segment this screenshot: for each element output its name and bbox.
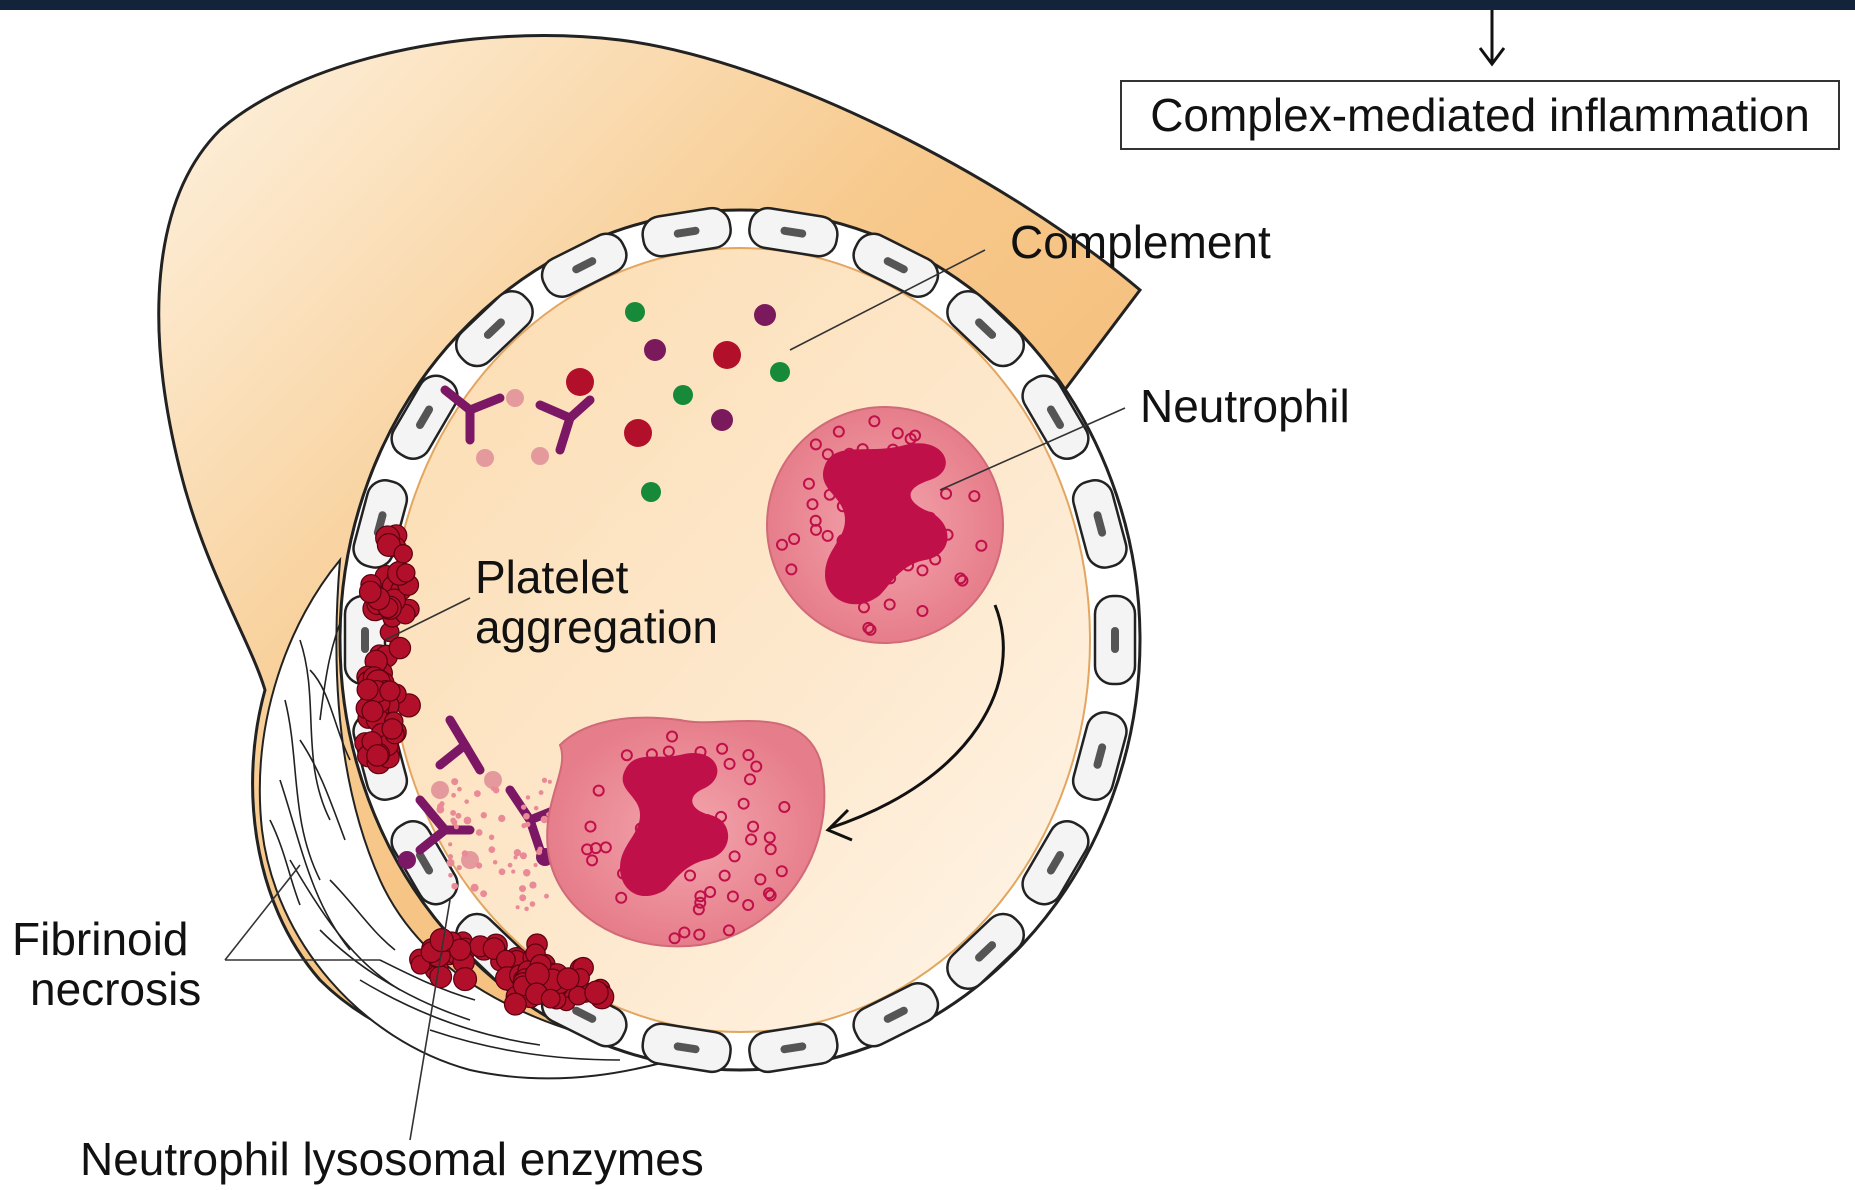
platelet <box>357 679 378 700</box>
complement-dot <box>625 302 645 322</box>
enzyme-granule <box>513 855 517 859</box>
platelet <box>394 545 412 563</box>
complement-dot <box>644 339 666 361</box>
platelet <box>504 993 526 1015</box>
platelet <box>430 966 452 988</box>
label-fibrinoid-line1: Fibrinoid <box>12 913 188 965</box>
label-complement: Complement <box>1010 216 1271 268</box>
enzyme-granule <box>448 873 453 878</box>
enzyme-granule <box>523 869 530 876</box>
complement-dot <box>673 385 693 405</box>
label-neutrophil: Neutrophil <box>1140 380 1350 432</box>
enzyme-granule <box>521 804 526 809</box>
enzyme-granule <box>491 786 495 790</box>
enzyme-granule <box>448 854 453 859</box>
enzyme-granule <box>450 818 456 824</box>
enzyme-granule <box>539 790 544 795</box>
complement-dot <box>566 368 594 396</box>
enzyme-granule <box>476 862 482 868</box>
enzyme-granule <box>474 790 481 797</box>
enzyme-granule <box>499 868 506 875</box>
flow-arrow-icon <box>1480 10 1504 64</box>
label-platelet-line2: aggregation <box>475 601 718 653</box>
complement-dot <box>713 341 741 369</box>
platelet <box>380 681 400 701</box>
enzyme-granule <box>464 817 472 825</box>
platelet <box>497 950 516 969</box>
enzyme-granule <box>476 829 483 836</box>
enzyme-granule <box>471 884 479 892</box>
enzyme-granule <box>436 806 444 814</box>
platelet <box>557 968 579 990</box>
enzyme-granule <box>481 812 487 818</box>
enzyme-granule <box>511 870 515 874</box>
enzyme-granule <box>530 901 536 907</box>
platelet <box>367 745 388 766</box>
enzyme-granule <box>534 863 538 867</box>
enzyme-granule <box>536 849 542 855</box>
enzyme-granule <box>498 815 505 822</box>
complement-dot <box>754 304 776 326</box>
enzyme-granule <box>457 865 462 870</box>
enzyme-granule <box>524 907 528 911</box>
complement-dot <box>770 362 790 382</box>
enzyme-granule <box>508 863 513 868</box>
enzyme-granule <box>548 780 552 784</box>
enzyme-granule <box>519 894 526 901</box>
complement-dot <box>641 482 661 502</box>
label-enzymes: Neutrophil lysosomal enzymes <box>80 1133 704 1185</box>
complement-dot <box>624 419 652 447</box>
enzyme-granule <box>489 835 495 841</box>
enzyme-granule <box>521 823 526 828</box>
enzyme-granule <box>448 842 452 846</box>
enzyme-granule <box>451 793 456 798</box>
platelet <box>397 564 415 582</box>
label-platelet-line1: Platelet <box>475 551 629 603</box>
enzyme-granule <box>450 810 456 816</box>
label-fibrinoid-line2: necrosis <box>30 963 201 1015</box>
enzyme-granule <box>451 883 458 890</box>
enzyme-granule <box>457 787 462 792</box>
enzyme-granule <box>529 881 536 888</box>
platelet <box>541 989 560 1008</box>
platelet <box>585 981 608 1004</box>
enzyme-granule <box>455 813 461 819</box>
platelet <box>360 581 382 603</box>
platelet <box>362 701 383 722</box>
enzyme-granule <box>480 890 487 897</box>
enzyme-granule <box>464 799 469 804</box>
enzyme-granule <box>488 846 495 853</box>
enzyme-granule <box>544 894 549 899</box>
platelet <box>382 719 402 739</box>
enzyme-granule <box>523 813 530 820</box>
enzyme-granule <box>526 795 530 799</box>
platelet <box>389 637 410 658</box>
enzyme-granule <box>519 885 526 892</box>
complement-dot <box>711 409 733 431</box>
enzyme-granule <box>462 850 468 856</box>
enzyme-granule <box>447 859 455 867</box>
enzyme-granule <box>542 778 547 783</box>
enzyme-granule <box>516 905 520 909</box>
platelet <box>454 968 477 991</box>
endothelial-cell <box>1095 596 1135 684</box>
enzyme-granule <box>493 860 498 865</box>
enzyme-granule <box>534 806 539 811</box>
complex-mediated-inflammation-box: Complex-mediated inflammation <box>1120 80 1840 150</box>
enzyme-granule <box>514 849 521 856</box>
enzyme-granule <box>451 778 458 785</box>
enzyme-granule <box>454 824 459 829</box>
